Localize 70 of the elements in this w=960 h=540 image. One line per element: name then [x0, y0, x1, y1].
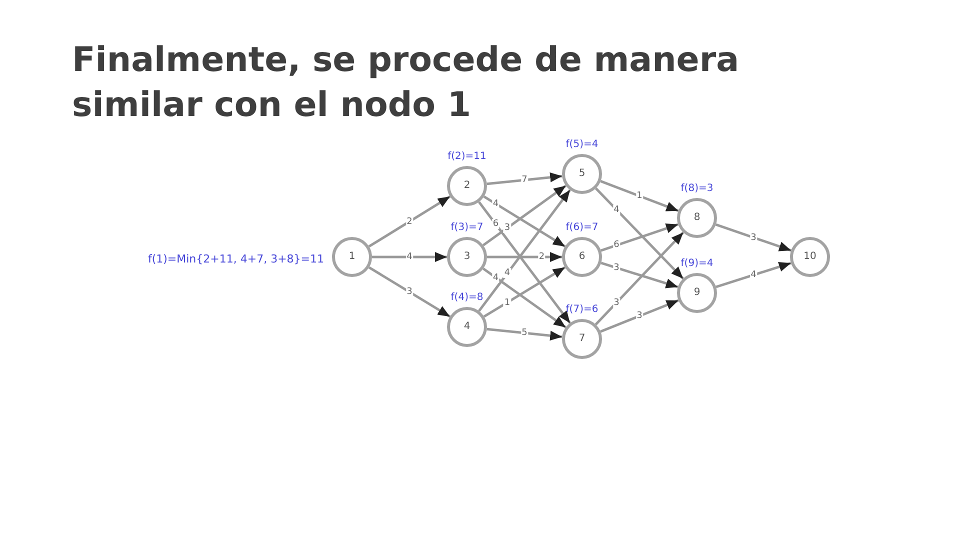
node-number: 9 [694, 287, 700, 299]
arrow [600, 299, 679, 333]
value-label: f(1)=Min{2+11, 4+7, 3+8}=11 [148, 252, 324, 266]
node-circle [447, 307, 487, 347]
arrow [600, 223, 678, 252]
edge-label: 7 [520, 175, 528, 185]
arrow [478, 201, 571, 324]
edge-label: 3 [636, 311, 644, 321]
value-label: f(4)=8 [450, 291, 484, 304]
arrow [595, 188, 684, 280]
edge-label: 4 [750, 270, 758, 280]
node-number: 2 [464, 180, 470, 192]
edge-label: 6 [492, 219, 500, 230]
arrow [483, 195, 566, 248]
edge-label: 4 [492, 198, 500, 209]
value-label: f(8)=3 [680, 182, 714, 195]
edge-label: 4 [492, 272, 500, 282]
value-label: f(7)=6 [566, 303, 598, 316]
arrow [483, 266, 566, 318]
value-label: f(2)=11 [448, 150, 486, 163]
edge-label: 3 [612, 262, 620, 273]
node-circle [447, 166, 487, 206]
edge-label: 1 [503, 298, 512, 308]
arrow [372, 252, 447, 262]
node-circle [562, 154, 602, 194]
edge-label: 4 [406, 252, 414, 262]
arrow [486, 328, 562, 341]
node-circle [332, 237, 372, 277]
arrow [487, 252, 562, 262]
arrow [482, 268, 566, 328]
value-label: f(9)=4 [680, 257, 714, 270]
edge-label: 6 [612, 240, 620, 250]
edge-label: 5 [520, 328, 528, 338]
edge-label: 3 [406, 287, 414, 297]
edge-label: 3 [750, 232, 758, 242]
edge-label: 2 [406, 216, 414, 226]
arrow [478, 189, 571, 312]
edge-label: 4 [503, 268, 512, 278]
value-label: f(3)=7 [450, 221, 484, 234]
node-circle [447, 237, 487, 277]
arrow [600, 180, 679, 212]
node-circle [677, 198, 717, 238]
node-number: 1 [348, 251, 356, 263]
value-label: f(5)=4 [566, 138, 598, 151]
node-circle [562, 237, 602, 277]
node-number: 3 [464, 251, 470, 263]
edge-label: 2 [538, 252, 546, 262]
arrow [716, 223, 792, 252]
node-number: 6 [578, 251, 586, 263]
arrow [482, 184, 567, 246]
arrow [486, 172, 562, 186]
slide-title: Finalmente, se procede de manera similar con el nodo 1 [72, 39, 740, 127]
node-number: 7 [578, 333, 586, 345]
arrow [368, 266, 451, 318]
node-number: 5 [578, 168, 586, 180]
node-circle [790, 237, 830, 277]
arrow [600, 262, 678, 288]
node-circle [562, 319, 602, 359]
edge-label: 3 [503, 222, 512, 233]
edge-label: 4 [612, 204, 620, 215]
arrow [716, 262, 792, 288]
node-number: 8 [694, 212, 700, 224]
arrow [594, 232, 684, 326]
edge-label: 1 [636, 191, 644, 201]
node-number: 4 [464, 321, 470, 333]
value-label: f(6)=7 [566, 221, 598, 234]
edge-label: 3 [612, 298, 620, 308]
arrow [368, 195, 451, 248]
node-number: 10 [804, 251, 816, 263]
node-circle [677, 273, 717, 313]
